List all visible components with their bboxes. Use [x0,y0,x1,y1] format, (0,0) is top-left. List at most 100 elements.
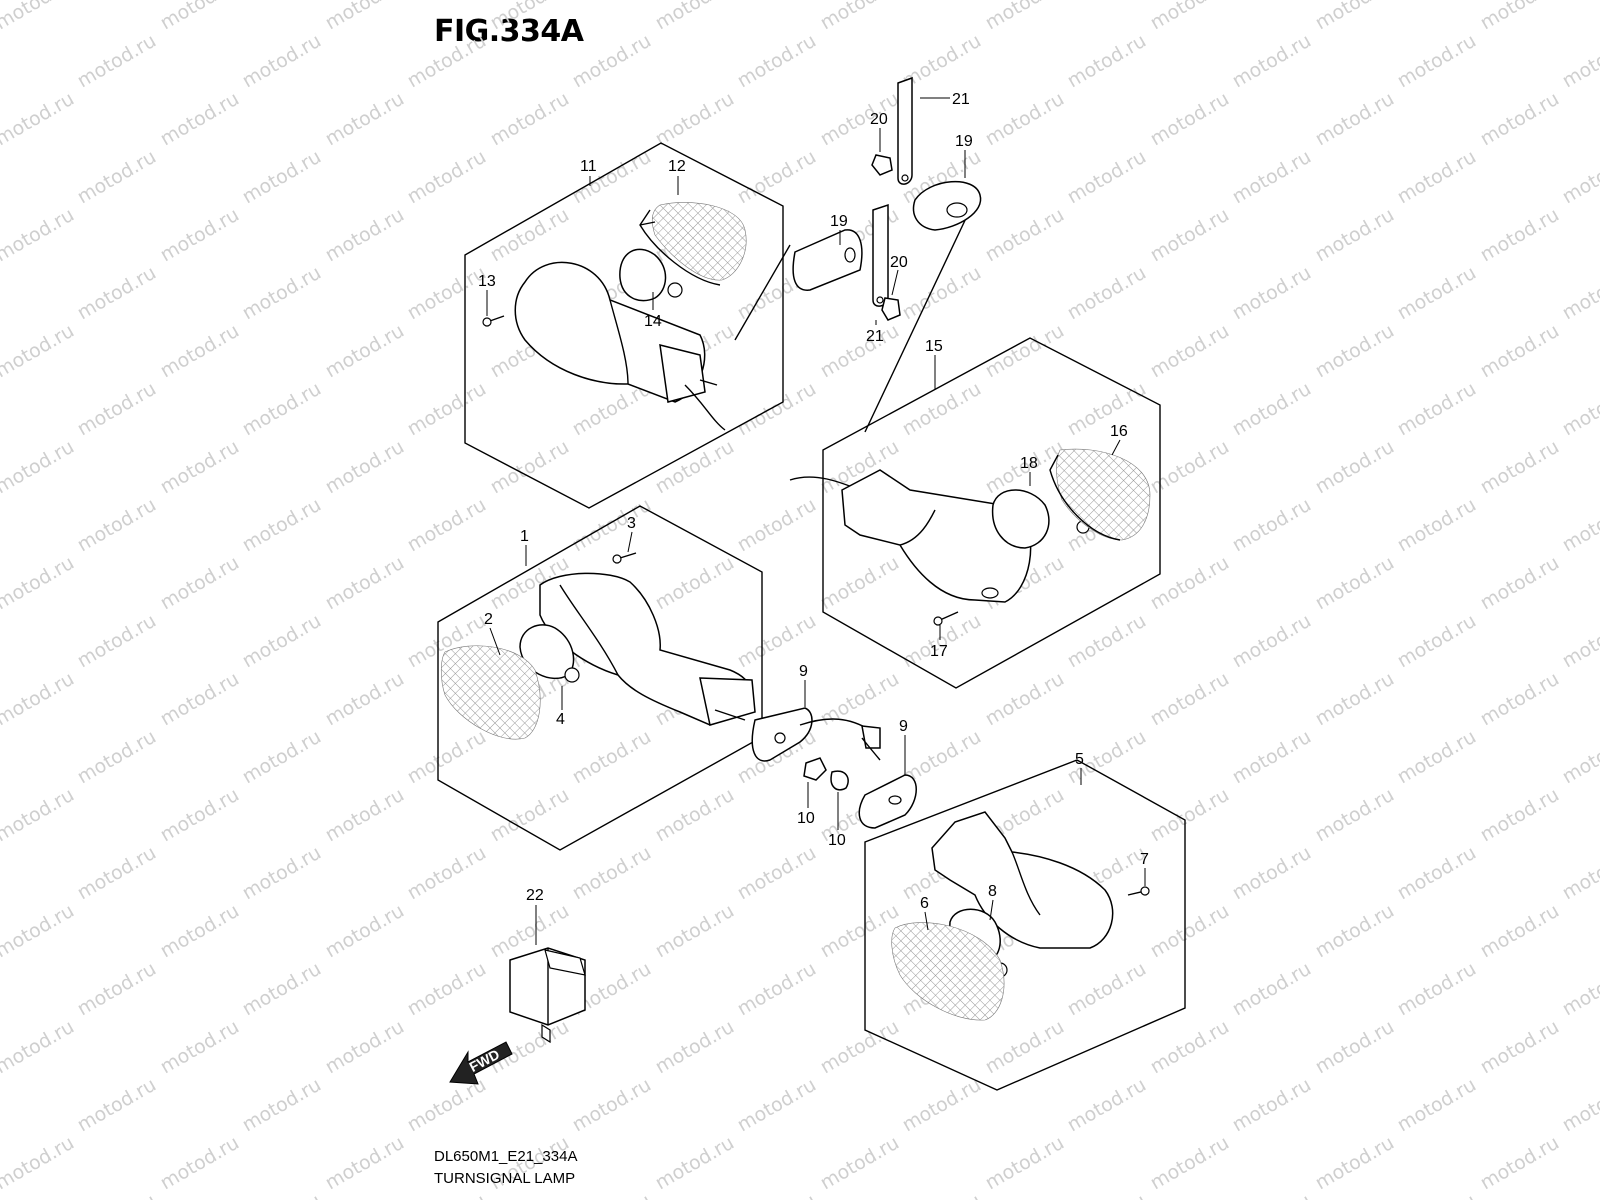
watermark-text: motod.ru [404,30,490,93]
watermark-text: motod.ru [1559,494,1600,557]
watermark-text: motod.ru [404,842,490,905]
watermark-text: motod.ru [239,842,325,905]
watermark-text: motod.ru [734,1190,820,1200]
watermark-text: motod.ru [239,610,325,673]
watermark-text: motod.ru [157,552,243,615]
watermark-text: motod.ru [1477,668,1563,731]
watermark-text: motod.ru [1064,378,1150,441]
watermark-text: motod.ru [817,1132,903,1195]
watermark-text: motod.ru [1559,262,1600,325]
watermark-text: motod.ru [0,1016,78,1079]
watermark-text: motod.ru [322,900,408,963]
callout-19b: 19 [830,213,848,230]
watermark-text: motod.ru [239,146,325,209]
watermark-text: motod.ru [404,494,490,557]
watermark-text: motod.ru [569,1074,655,1137]
watermark-text: motod.ru [817,552,903,615]
watermark-text: motod.ru [1394,146,1480,209]
watermark-text: motod.ru [239,1074,325,1137]
mounting-parts [509,76,982,1044]
callout-9a: 9 [799,663,808,680]
callout-14: 14 [644,313,662,330]
callout-18: 18 [1020,455,1038,472]
watermark-text: motod.ru [1394,262,1480,325]
watermark-text: motod.ru [74,146,160,209]
callout-7: 7 [1140,851,1149,868]
watermark-text: motod.ru [404,1190,490,1200]
watermark-text: motod.ru [1064,262,1150,325]
watermark-text: motod.ru [899,1074,985,1137]
watermark-text: motod.ru [652,88,738,151]
watermark-text: motod.ru [487,0,573,34]
watermark-text: motod.ru [652,784,738,847]
callout-20a: 20 [870,111,888,128]
watermark-text: motod.ru [1312,88,1398,151]
watermark-text: motod.ru [1312,900,1398,963]
watermark-text: motod.ru [157,1132,243,1195]
watermark-text: motod.ru [1064,146,1150,209]
callout-10a: 10 [797,810,815,827]
watermark-text: motod.ru [1312,0,1398,34]
watermark-text: motod.ru [1229,1190,1315,1200]
watermark-text: motod.ru [652,1132,738,1195]
watermark-text: motod.ru [322,1132,408,1195]
watermark-text: motod.ru [322,784,408,847]
watermark-text: motod.ru [734,842,820,905]
watermark-text: motod.ru [1559,726,1600,789]
watermark-text: motod.ru [569,30,655,93]
watermark-text: motod.ru [74,842,160,905]
watermark-text: motod.ru [74,610,160,673]
watermark-text: motod.ru [1394,610,1480,673]
watermark-text: motod.ru [982,0,1068,34]
callout-3: 3 [627,515,636,532]
watermark-text: motod.ru [1312,320,1398,383]
callout-5: 5 [1075,751,1084,768]
watermark-text: motod.ru [1477,1132,1563,1195]
watermark-text: motod.ru [1229,842,1315,905]
callout-4: 4 [556,711,565,728]
watermark-text: motod.ru [1064,958,1150,1021]
watermark-text: motod.ru [0,1132,78,1195]
watermark-text: motod.ru [817,668,903,731]
lamp-assembly-5 [891,811,1150,1021]
watermark-text: motod.ru [652,1016,738,1079]
watermark-text: motod.ru [817,900,903,963]
watermark-text: motod.ru [734,1074,820,1137]
callout-8: 8 [988,883,997,900]
watermark-text: motod.ru [322,0,408,34]
watermark-text: motod.ru [74,1074,160,1137]
watermark-text: motod.ru [817,320,903,383]
watermark-text: motod.ru [0,668,78,731]
watermark-text: motod.ru [1477,552,1563,615]
watermark-text: motod.ru [734,494,820,557]
watermark-text: motod.ru [1147,88,1233,151]
watermark-text: motod.ru [1229,30,1315,93]
watermark-text: motod.ru [569,842,655,905]
watermark-text: motod.ru [652,552,738,615]
callout-1: 1 [520,528,529,545]
watermark-text: motod.ru [157,668,243,731]
watermark-text: motod.ru [239,1190,325,1200]
watermark-text: motod.ru [0,784,78,847]
watermark-text: motod.ru [1147,1132,1233,1195]
watermark-text: motod.ru [1394,1190,1480,1200]
watermark-text: motod.ru [1147,900,1233,963]
figure-code: DL650M1_E21_334A [434,1148,578,1165]
watermark-text: motod.ru [404,958,490,1021]
watermark-text: motod.ru [1147,784,1233,847]
watermark-text: motod.ru [1394,842,1480,905]
watermark-text: motod.ru [322,320,408,383]
watermark-text: motod.ru [817,0,903,34]
watermark-text: motod.ru [1312,204,1398,267]
watermark-text: motod.ru [322,1016,408,1079]
watermark-text: motod.ru [1229,610,1315,673]
callout-16: 16 [1110,423,1128,440]
watermark-text: motod.ru [239,30,325,93]
watermark-text: motod.ru [1229,494,1315,557]
watermark-text: motod.ru [1312,1132,1398,1195]
watermark-text: motod.ru [1477,320,1563,383]
watermark-text: motod.ru [734,30,820,93]
watermark-text: motod.ru [982,204,1068,267]
